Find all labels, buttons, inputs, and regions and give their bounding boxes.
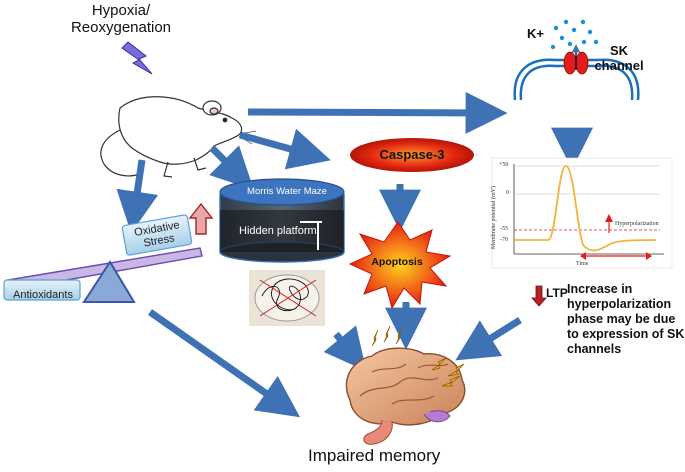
arrow-rat-to-caspase xyxy=(239,128,331,170)
hidden-platform-label: Hidden platform xyxy=(239,225,317,237)
swim-path-trace xyxy=(249,270,325,326)
ltp-label: LTP xyxy=(546,286,568,300)
arrow-rat-to-stress xyxy=(116,159,159,234)
graph-tick-0: 0 xyxy=(506,190,509,196)
brain-lightning-icons xyxy=(371,325,465,387)
lightning-icon xyxy=(121,41,153,75)
antioxidants-label: Antioxidants xyxy=(13,289,73,301)
graph-xlabel: Time xyxy=(576,261,589,267)
hypoxia-label: Hypoxia/ Reoxygenation xyxy=(70,2,172,36)
sk-channel-membrane xyxy=(513,19,640,101)
platform-marker-icon xyxy=(300,221,322,250)
flow-arrows xyxy=(116,91,593,418)
graph-tick-50: +50 xyxy=(499,162,509,168)
action-potential-graph xyxy=(491,157,673,269)
graph-ylabel: Membrane potential (mV) xyxy=(491,186,497,249)
impaired-memory-label: Impaired memory xyxy=(308,446,441,465)
graph-tick-55: -55 xyxy=(500,226,508,232)
arrow-rat-to-maze xyxy=(209,145,254,190)
caspase-ellipse xyxy=(350,138,474,172)
morris-water-maze xyxy=(219,178,345,263)
sk-expression-note: Increase in hyperpolarization phase may … xyxy=(567,282,685,356)
balance-scale xyxy=(3,202,214,303)
arrow-maze-to-memory xyxy=(323,325,367,372)
apoptosis-label: Apoptosis xyxy=(371,256,423,268)
voltage-trace xyxy=(514,165,657,252)
arrow-ltp-to-memory xyxy=(455,317,522,361)
potassium-ions xyxy=(550,19,599,50)
increase-arrow-icon xyxy=(188,202,214,235)
graph-tick-70: -70 xyxy=(500,237,508,243)
caspase-label: Caspase-3 xyxy=(379,147,445,162)
ltp-down-arrow-icon xyxy=(531,285,547,307)
arrow-balance-to-memory xyxy=(147,309,301,418)
k-plus-label: K+ xyxy=(527,26,544,41)
antioxidants-box xyxy=(3,279,81,301)
brain-illustration xyxy=(345,347,466,445)
apoptosis-burst xyxy=(348,221,452,310)
arrow-rat-to-sk xyxy=(247,91,508,134)
oxidative-stress-box xyxy=(121,214,193,256)
sk-channel-label: SK channel xyxy=(594,43,644,73)
morris-water-maze-label: Morris Water Maze xyxy=(247,186,327,197)
graph-annotation: Hyperpolarization xyxy=(615,221,659,227)
